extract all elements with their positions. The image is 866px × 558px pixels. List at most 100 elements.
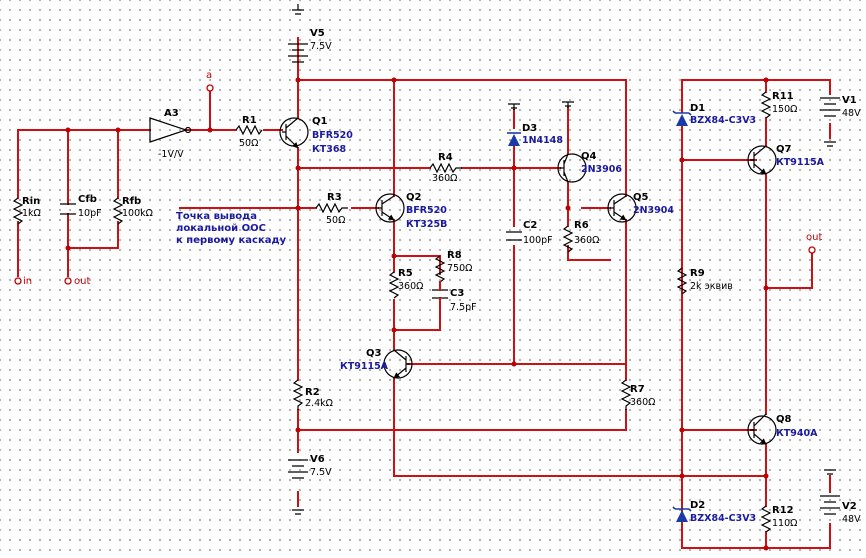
port-out-left-label: out <box>74 276 90 287</box>
label-cfb-value: 10pF <box>78 208 102 219</box>
label-v1-ref: V1 <box>842 95 857 106</box>
resistor-r8[interactable] <box>434 255 446 283</box>
label-c2-value: 100pF <box>523 235 553 246</box>
label-r9-value: 2k эквив <box>690 281 733 292</box>
label-r7-value: 360Ω <box>630 397 655 408</box>
battery-v6[interactable] <box>288 459 308 515</box>
junction-dots <box>65 77 769 551</box>
label-r2-value: 2.4kΩ <box>305 398 333 409</box>
resistor-r2[interactable] <box>292 379 304 410</box>
transistor-q3[interactable] <box>383 349 413 378</box>
port-a-label: a <box>206 70 212 81</box>
resistor-rfb[interactable] <box>112 197 124 225</box>
label-d3-value: 1N4148 <box>522 135 563 146</box>
label-rfb-ref: Rfb <box>122 196 141 207</box>
label-q2-alt: КТ325В <box>406 219 447 230</box>
label-r1-ref: R1 <box>242 115 257 126</box>
transistor-q4[interactable] <box>557 153 587 183</box>
label-q5-model: 2N3904 <box>633 205 674 216</box>
label-v5-ref: V5 <box>310 28 325 39</box>
transistor-q7[interactable] <box>747 145 777 174</box>
transistor-q1[interactable] <box>279 117 309 148</box>
label-v1-value: 48V <box>842 108 861 119</box>
label-q1-model: BFR520 <box>312 130 353 141</box>
capacitor-c3[interactable] <box>432 281 448 317</box>
label-r8-ref: R8 <box>447 250 462 261</box>
label-q5-ref: Q5 <box>633 192 649 203</box>
label-cfb-ref: Cfb <box>78 194 97 205</box>
ground-q4 <box>562 101 574 108</box>
port-out-left-terminal[interactable] <box>64 277 72 285</box>
label-q2-model: BFR520 <box>406 205 447 216</box>
zener-d1[interactable] <box>672 110 692 126</box>
label-q7-ref: Q7 <box>776 144 792 155</box>
resistor-r1[interactable] <box>235 124 263 136</box>
label-c3-value: 7.5pF <box>450 302 477 313</box>
transistor-q2[interactable] <box>375 193 405 222</box>
transistor-q8[interactable] <box>747 413 777 444</box>
battery-v1[interactable] <box>820 97 840 147</box>
resistor-r4[interactable] <box>429 162 462 174</box>
port-out-right-label: out <box>806 232 822 243</box>
annotation-line-2: локальной ООС <box>176 223 266 234</box>
resistor-r5[interactable] <box>388 271 400 299</box>
label-v6-value: 7.5V <box>310 467 332 478</box>
label-q1-ref: Q1 <box>312 116 328 127</box>
label-q4-model: 2N3906 <box>581 164 622 175</box>
label-rin-ref: Rin <box>22 196 40 207</box>
label-d1-value: BZX84-C3V3 <box>690 115 756 126</box>
capacitor-cfb[interactable] <box>60 203 76 215</box>
battery-v2[interactable] <box>820 469 840 515</box>
label-c3-ref: C3 <box>450 288 464 299</box>
label-q2-ref: Q2 <box>406 192 422 203</box>
label-d3-ref: D3 <box>522 123 537 134</box>
resistor-rin[interactable] <box>12 197 24 225</box>
port-out-right-terminal[interactable] <box>808 246 816 254</box>
label-rfb-value: 100kΩ <box>122 208 153 219</box>
label-a3-ref: A3 <box>164 108 179 119</box>
diode-d3[interactable] <box>507 132 521 146</box>
port-a-terminal[interactable] <box>206 84 214 92</box>
label-r7-ref: R7 <box>630 384 645 395</box>
label-v6-ref: V6 <box>310 454 325 465</box>
amplifier-a3[interactable] <box>149 117 192 143</box>
label-v2-ref: V2 <box>842 501 857 512</box>
label-r6-value: 360Ω <box>574 235 599 246</box>
labels: V5 7.5V V6 7.5V V1 48V V2 48V A3 -1V/V R… <box>22 28 861 529</box>
label-q3-ref: Q3 <box>366 348 382 359</box>
label-q8-ref: Q8 <box>776 414 792 425</box>
label-d2-ref: D2 <box>690 500 705 511</box>
resistor-r3[interactable] <box>315 202 348 214</box>
label-r1-value: 50Ω <box>239 138 258 149</box>
wires <box>17 37 831 549</box>
resistor-r7[interactable] <box>620 379 632 410</box>
label-d1-ref: D1 <box>690 103 705 114</box>
port-in-terminal[interactable] <box>14 277 22 285</box>
transistor-q5[interactable] <box>607 193 637 222</box>
label-q1-alt: КТ368 <box>312 144 346 155</box>
annotation-line-1: Точка вывода <box>176 211 257 222</box>
label-r5-value: 360Ω <box>398 281 423 292</box>
capacitor-c2[interactable] <box>506 231 522 241</box>
label-r3-value: 50Ω <box>326 215 345 226</box>
label-r5-ref: R5 <box>398 268 413 279</box>
label-r11-ref: R11 <box>772 91 794 102</box>
label-r4-ref: R4 <box>438 152 453 163</box>
label-r6-ref: R6 <box>574 220 589 231</box>
resistor-r9[interactable] <box>676 267 688 295</box>
resistor-r6[interactable] <box>562 225 574 253</box>
annotation-line-3: к первому каскаду <box>176 235 287 246</box>
label-r11-value: 150Ω <box>772 104 797 115</box>
label-q8-model: КТ940А <box>776 428 818 439</box>
label-r8-value: 750Ω <box>447 263 472 274</box>
resistor-r12[interactable] <box>760 505 772 533</box>
resistor-r11[interactable] <box>760 91 772 119</box>
label-r9-ref: R9 <box>690 268 705 279</box>
label-a3-value: -1V/V <box>158 149 184 160</box>
zener-d2[interactable] <box>672 506 692 522</box>
label-q3-model: КТ9115А <box>340 361 389 372</box>
label-r4-value: 360Ω <box>432 173 457 184</box>
label-r12-ref: R12 <box>772 505 794 516</box>
battery-v5[interactable] <box>288 4 308 63</box>
